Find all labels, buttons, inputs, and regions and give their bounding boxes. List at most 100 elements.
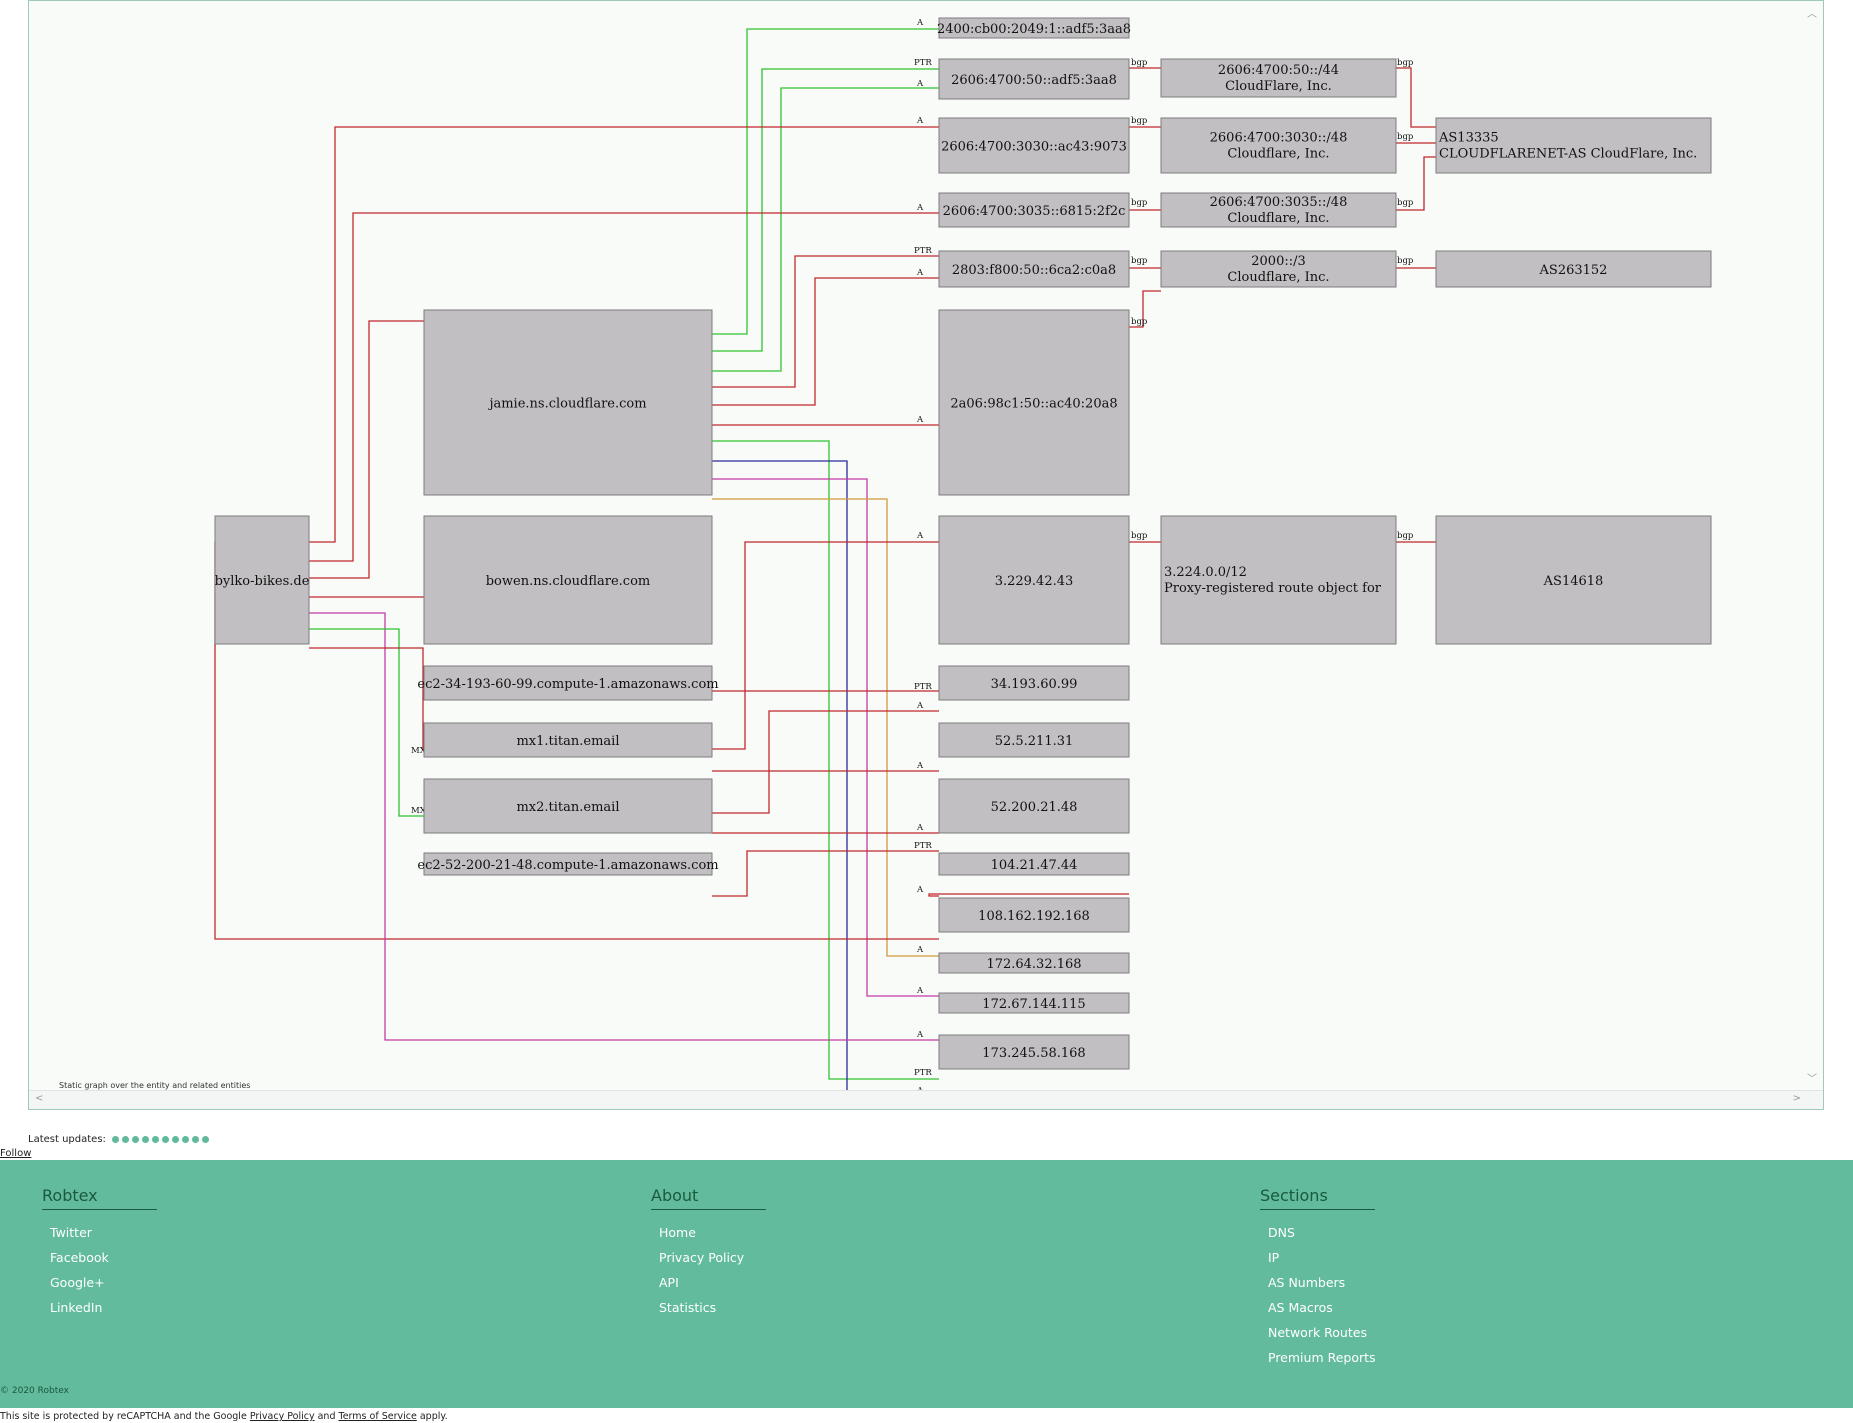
- update-dot[interactable]: [161, 1136, 169, 1143]
- scroll-down-icon[interactable]: ﹀: [1807, 1074, 1817, 1085]
- graph-node[interactable]: 34.193.60.99: [938, 665, 1130, 701]
- node-label: ec2-34-193-60-99.compute-1.amazonaws.com: [417, 677, 718, 692]
- scroll-right-icon[interactable]: >: [1792, 1093, 1801, 1104]
- update-dot[interactable]: [171, 1136, 179, 1143]
- footer-col-title: Robtex: [42, 1186, 157, 1210]
- node-label: ec2-52-200-21-48.compute-1.amazonaws.com: [417, 858, 718, 873]
- graph-node[interactable]: 2606:4700:50::adf5:3aa8: [938, 58, 1130, 100]
- footer-link-as-macros[interactable]: AS Macros: [1268, 1300, 1333, 1315]
- node-box: [1160, 515, 1397, 645]
- update-dot[interactable]: [141, 1136, 149, 1143]
- node-box: [938, 897, 1130, 933]
- node-label: mx1.titan.email: [516, 734, 619, 749]
- follow-link[interactable]: Follow: [0, 1148, 32, 1159]
- scroll-up-icon[interactable]: ︿: [1807, 9, 1817, 20]
- graph-node[interactable]: bylko-bikes.de: [214, 515, 310, 645]
- graph-node[interactable]: 2606:4700:3035::6815:2f2c: [938, 192, 1130, 228]
- node-box: [1435, 515, 1712, 645]
- graph-node[interactable]: 172.64.32.168: [938, 952, 1130, 974]
- update-dots[interactable]: [111, 1136, 209, 1143]
- node-label: bowen.ns.cloudflare.com: [486, 574, 651, 589]
- entity-graph: APTRAPTRAAAANSNSPTRAAAAAMXMXPTRAAAAPTRAb…: [214, 17, 1712, 1091]
- node-label: AS13335: [1438, 131, 1499, 146]
- graph-node[interactable]: 2803:f800:50::6ca2:c0a8: [938, 250, 1130, 288]
- update-dot[interactable]: [181, 1136, 189, 1143]
- graph-caption: Static graph over the entity and related…: [59, 1081, 251, 1090]
- footer-link-linkedin[interactable]: LinkedIn: [50, 1300, 103, 1315]
- node-box: [938, 309, 1130, 496]
- update-dot[interactable]: [121, 1136, 129, 1143]
- google-terms-link[interactable]: Terms of Service: [338, 1411, 417, 1422]
- scroll-left-icon[interactable]: <: [35, 1093, 44, 1104]
- graph-node[interactable]: 2400:cb00:2049:1::adf5:3aa8: [937, 17, 1131, 39]
- footer-link-ip[interactable]: IP: [1268, 1250, 1280, 1265]
- node-box: [1160, 250, 1397, 288]
- graph-viewport[interactable]: APTRAPTRAAAANSNSPTRAAAAAMXMXPTRAAAAPTRAb…: [28, 0, 1824, 1110]
- footer-link-facebook[interactable]: Facebook: [50, 1250, 109, 1265]
- graph-node[interactable]: 172.67.144.115: [938, 992, 1130, 1014]
- footer-link-privacy-policy[interactable]: Privacy Policy: [659, 1250, 745, 1265]
- graph-node[interactable]: 2606:4700:3030::ac43:9073: [938, 117, 1130, 174]
- graph-node[interactable]: mx1.titan.email: [423, 722, 713, 758]
- footer-link-as-numbers[interactable]: AS Numbers: [1268, 1275, 1346, 1290]
- graph-node[interactable]: AS14618: [1435, 515, 1712, 645]
- update-dot[interactable]: [111, 1136, 119, 1143]
- graph-node[interactable]: 52.200.21.48: [938, 778, 1130, 834]
- graph-node[interactable]: ec2-52-200-21-48.compute-1.amazonaws.com: [417, 852, 719, 876]
- footer-link-api[interactable]: API: [659, 1275, 679, 1290]
- node-box: [1435, 117, 1712, 174]
- node-box: [214, 515, 310, 645]
- update-dot[interactable]: [191, 1136, 199, 1143]
- graph-node[interactable]: 52.5.211.31: [938, 722, 1130, 758]
- node-box: [1160, 58, 1397, 98]
- footer-link-premium-reports[interactable]: Premium Reports: [1268, 1350, 1376, 1365]
- google-privacy-link[interactable]: Privacy Policy: [249, 1411, 315, 1422]
- footer-link-dns[interactable]: DNS: [1268, 1225, 1295, 1240]
- copyright: © 2020 Robtex: [0, 1386, 69, 1396]
- edge-label: A: [916, 415, 924, 425]
- graph-node[interactable]: AS263152: [1435, 250, 1712, 288]
- footer-link-home[interactable]: Home: [659, 1225, 696, 1240]
- update-dot[interactable]: [131, 1136, 139, 1143]
- node-label: 2606:4700:3030::/48: [1210, 131, 1348, 146]
- node-label: 3.229.42.43: [995, 574, 1074, 589]
- graph-edge: [712, 460, 848, 1091]
- graph-node[interactable]: 104.21.47.44: [938, 852, 1130, 876]
- graph-node[interactable]: ec2-34-193-60-99.compute-1.amazonaws.com: [417, 665, 719, 701]
- vertical-scrollbar[interactable]: ︿ ﹀: [1807, 5, 1817, 1085]
- node-label: 52.5.211.31: [995, 734, 1074, 749]
- node-label: 2606:4700:50::/44: [1218, 63, 1339, 78]
- edge-label: A: [916, 761, 924, 771]
- node-label: Cloudflare, Inc.: [1227, 211, 1329, 226]
- graph-node[interactable]: 2a06:98c1:50::ac40:20a8: [938, 309, 1130, 496]
- footer-link-twitter[interactable]: Twitter: [50, 1225, 92, 1240]
- graph-edge: [712, 68, 939, 352]
- graph-edge: [309, 628, 424, 817]
- footer-link-statistics[interactable]: Statistics: [659, 1300, 717, 1315]
- footer-link-googleplus[interactable]: Google+: [50, 1275, 105, 1290]
- graph-node[interactable]: 173.245.58.168: [938, 1034, 1130, 1070]
- graph-edge: [1396, 156, 1436, 211]
- graph-node[interactable]: 3.229.42.43: [938, 515, 1130, 645]
- graph-node[interactable]: bowen.ns.cloudflare.com: [423, 515, 713, 645]
- node-box: [423, 665, 713, 701]
- graph-node[interactable]: mx2.titan.email: [423, 778, 713, 834]
- update-dot[interactable]: [151, 1136, 159, 1143]
- edge-label: bgp: [1397, 198, 1414, 208]
- graph-node[interactable]: 108.162.192.168: [938, 897, 1130, 933]
- horizontal-scrollbar[interactable]: < >: [29, 1090, 1823, 1109]
- node-label: 34.193.60.99: [991, 677, 1078, 692]
- footer-link-network-routes[interactable]: Network Routes: [1268, 1325, 1367, 1340]
- node-label: 3.224.0.0/12: [1164, 565, 1247, 580]
- node-label: 173.245.58.168: [982, 1046, 1085, 1061]
- graph-node[interactable]: jamie.ns.cloudflare.com: [423, 309, 713, 496]
- update-dot[interactable]: [201, 1136, 209, 1143]
- node-box: [938, 515, 1130, 645]
- graph-edge: [309, 126, 939, 543]
